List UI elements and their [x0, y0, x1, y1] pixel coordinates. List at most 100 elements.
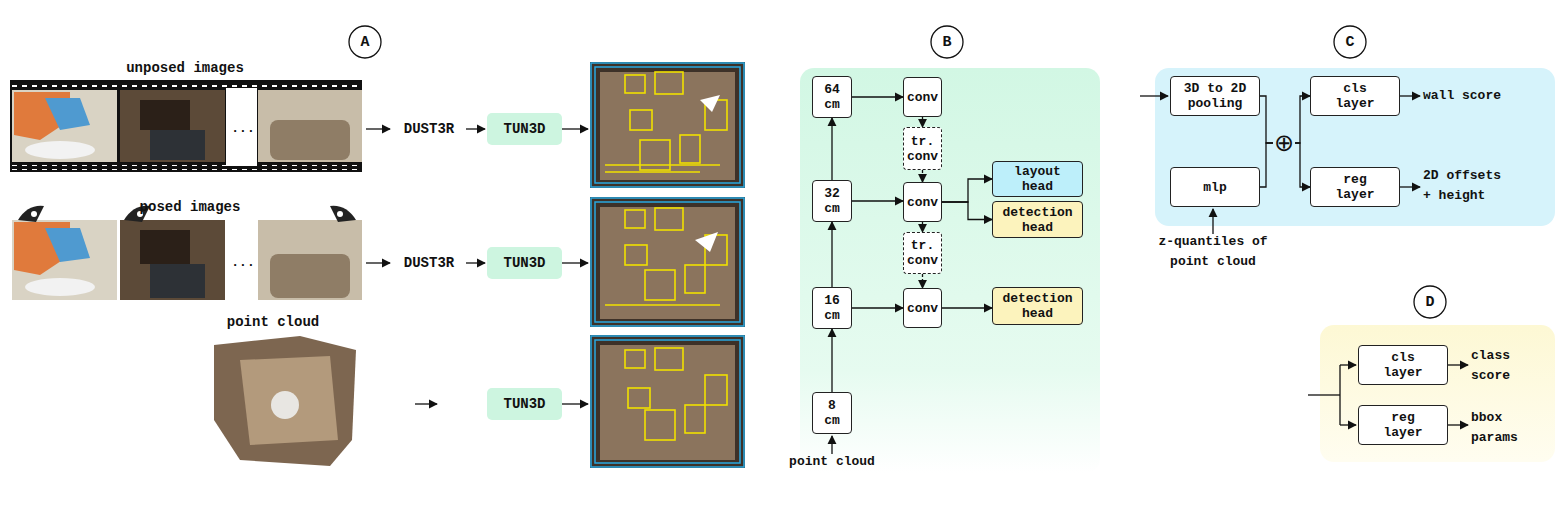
layout-head-box: layout head — [992, 161, 1083, 197]
reg-layer-box: reg layer — [1310, 167, 1400, 207]
circle-outline-shape — [349, 26, 381, 58]
node-text: TUN3D — [503, 397, 545, 412]
label-text: point cloud — [227, 314, 319, 330]
connector — [1260, 96, 1273, 143]
connector — [852, 200, 903, 201]
output-reconstructions-part-part — [591, 336, 744, 467]
connector — [922, 222, 923, 232]
label-text: point cloud — [789, 454, 875, 469]
node-text: tr. conv — [907, 134, 938, 164]
label-text: ... — [231, 255, 254, 270]
output-reconstructions-part-part — [685, 265, 705, 293]
node-text: D — [1425, 295, 1434, 310]
label-box: ... — [228, 253, 258, 273]
layout-arrows-part — [1308, 394, 1340, 395]
output-reconstructions-part-part — [655, 348, 683, 370]
output-reconstructions-part-part — [645, 270, 675, 300]
output-reconstructions-part-part — [625, 210, 645, 228]
label-text: DUST3R — [404, 121, 454, 137]
node-text: A — [360, 35, 369, 50]
output-reconstructions-part-part — [655, 208, 683, 230]
connector — [1260, 143, 1273, 187]
layout-arrows-part — [1448, 364, 1468, 365]
label-box: posed images — [40, 197, 340, 217]
node-text: detection head — [1002, 291, 1072, 321]
label-box: 2D offsets + height — [1423, 166, 1533, 206]
node-text: ⊕ — [1274, 132, 1294, 154]
panel-letter: A — [348, 25, 382, 59]
label-text: unposed images — [126, 60, 244, 76]
film-strip-part — [12, 90, 117, 162]
circle-outline-shape — [1334, 26, 1366, 58]
posed-images-part — [45, 228, 90, 262]
connector — [852, 96, 903, 97]
posed-images-part — [140, 230, 190, 264]
panel-letter: C — [1333, 25, 1367, 59]
label-box: unposed images — [35, 58, 335, 78]
output-reconstructions-part — [600, 207, 735, 319]
layout-arrows-part — [1212, 209, 1213, 234]
film-strip-part — [10, 165, 362, 170]
layout-arrows-part — [466, 262, 485, 263]
output-reconstructions-part-part — [705, 375, 727, 405]
node-text: detection head — [1002, 205, 1072, 235]
layout-arrows-part — [415, 403, 437, 404]
connector — [831, 222, 832, 287]
output-reconstructions-part-part — [591, 63, 744, 187]
mlp-box: mlp — [1170, 167, 1260, 207]
panel-bands-part — [800, 68, 1100, 473]
connector — [942, 179, 992, 202]
label-text: bbox params — [1471, 408, 1518, 448]
output-reconstructions-part-part — [625, 245, 647, 265]
node-text: TUN3D — [503, 256, 545, 271]
layout-arrows-part — [1400, 95, 1420, 96]
transposed-conv-box: tr. conv — [903, 232, 942, 274]
output-reconstructions-part — [700, 95, 720, 112]
label-box: point cloud — [123, 312, 423, 332]
connector — [922, 117, 923, 127]
layout-arrows-part — [1339, 365, 1340, 425]
output-reconstructions-part-part — [645, 410, 675, 440]
pooling-box: 3D to 2D pooling — [1170, 76, 1260, 116]
node-text: reg layer — [1384, 410, 1423, 440]
output-reconstructions-part — [590, 197, 745, 327]
output-reconstructions-part — [590, 335, 745, 468]
film-strip-part — [10, 82, 362, 87]
film-strip-part — [25, 141, 95, 159]
output-reconstructions-part-part — [605, 304, 720, 306]
label-box: wall score — [1423, 86, 1543, 106]
output-reconstructions-part-part — [625, 75, 645, 93]
film-strip-part — [258, 90, 362, 162]
connector — [831, 118, 832, 180]
circle-outline-shape — [931, 26, 963, 58]
output-reconstructions-part-part — [625, 350, 645, 368]
layout-arrows-part — [831, 436, 832, 454]
layout-arrows-part — [466, 128, 485, 129]
connector — [1295, 96, 1310, 143]
posed-images-part — [337, 211, 343, 217]
posed-images-part — [12, 220, 117, 300]
output-reconstructions-part-part — [591, 198, 744, 326]
connector — [942, 202, 992, 220]
resolution-box: 32 cm — [812, 180, 852, 222]
node-text: layout head — [1014, 164, 1061, 194]
output-reconstructions-part — [600, 72, 735, 180]
output-reconstructions-part-part — [595, 202, 740, 322]
posed-images-part — [120, 220, 225, 300]
label-text: posed images — [140, 199, 241, 215]
film-strip-part — [120, 90, 225, 162]
film-strip-part — [226, 88, 257, 166]
posed-images — [12, 206, 362, 300]
connector — [922, 170, 923, 182]
layout-arrows-part — [562, 128, 588, 129]
node-text: 8 cm — [824, 398, 840, 428]
output-reconstructions-part-part — [595, 67, 740, 183]
film-strip-part — [150, 130, 205, 160]
node-text: conv — [907, 195, 938, 210]
sum-symbol: ⊕ — [1273, 132, 1295, 154]
film-strip-part — [10, 80, 362, 172]
node-text: 16 cm — [824, 293, 840, 323]
connector — [1295, 143, 1310, 187]
conv-box: conv — [903, 288, 942, 328]
